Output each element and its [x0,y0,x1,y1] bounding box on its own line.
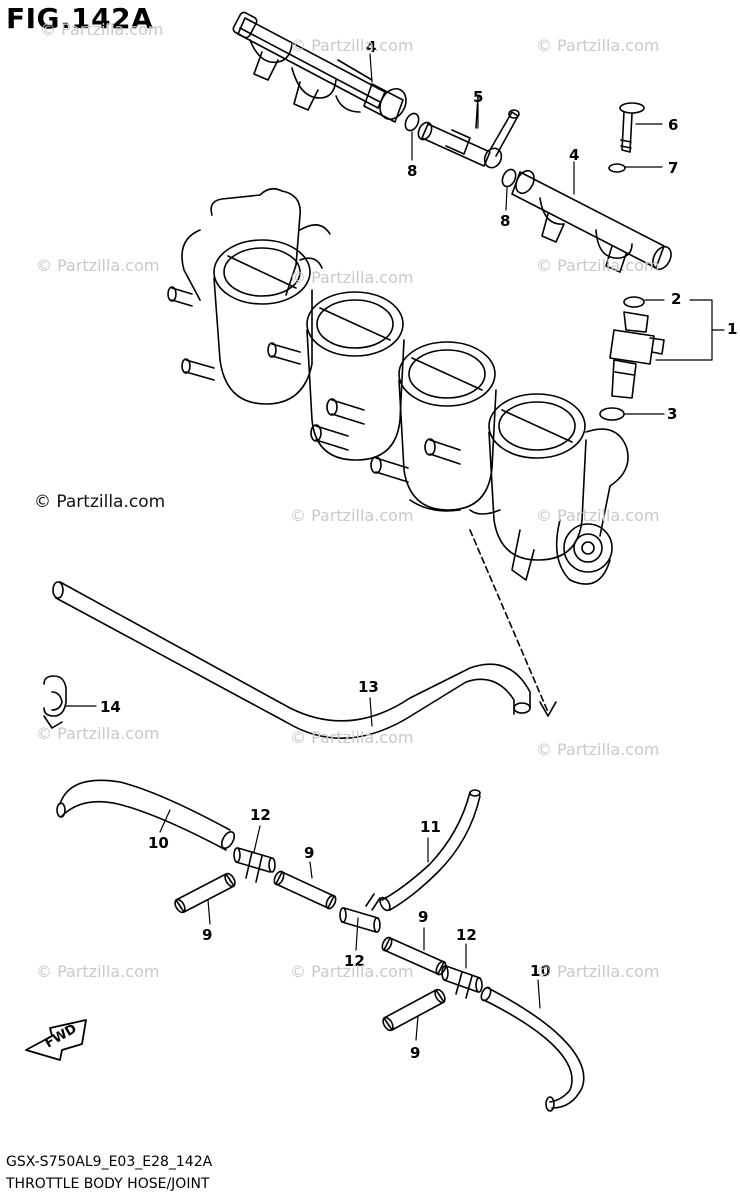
callout-14: 14 [100,698,121,716]
callout-9-left: 9 [202,926,213,944]
callout-4-upper: 4 [366,38,377,56]
callout-leaders [65,53,725,1041]
fuel-rail-lower [511,169,672,273]
bolt-6 [619,102,645,153]
callout-12-middle: 12 [344,952,365,970]
injector-joint [417,96,520,169]
watermark: © Partzilla.com [290,506,414,525]
callout-8-left: 8 [407,162,418,180]
joint-12-top [233,847,276,883]
watermark: © Partzilla.com [536,740,660,759]
watermark: © Partzilla.com [290,728,414,747]
callout-1: 1 [727,320,738,338]
o-ring-2 [623,296,645,308]
callout-11: 11 [420,818,441,836]
callout-10-left: 10 [148,834,169,852]
hose-11 [379,789,481,912]
watermark: © Partzilla.com [36,256,160,275]
callout-9-lower: 9 [410,1044,421,1062]
hose-9-d [382,988,446,1032]
o-ring-8-right [501,168,517,188]
callout-12-lower: 12 [456,926,477,944]
fuel-rail-upper [232,11,407,123]
watermark: © Partzilla.com [36,962,160,981]
callout-10-right: 10 [530,962,551,980]
hose-9-b [273,870,337,910]
callout-13: 13 [358,678,379,696]
callout-6: 6 [668,116,679,134]
clamp-14 [43,675,67,729]
callout-3: 3 [667,405,678,423]
callout-4-lower: 4 [569,146,580,164]
washer-7 [608,163,626,173]
watermark: © Partzilla.com [290,962,414,981]
hose-10-right [480,986,585,1112]
callout-12-top: 12 [250,806,271,824]
injector-1 [609,311,665,399]
callout-9-middle: 9 [304,844,315,862]
joint-12-lower [441,965,483,999]
footer-title: THROTTLE BODY HOSE/JOINT [6,1176,210,1192]
watermark: © Partzilla.com [536,36,660,55]
figure-title: FIG.142A [6,2,154,35]
callout-7: 7 [668,159,679,177]
watermark: © Partzilla.com [536,962,660,981]
fwd-arrow-icon: FWD [25,1019,87,1061]
watermark: © Partzilla.com [536,506,660,525]
hose-10-left [56,779,236,851]
callout-5: 5 [473,88,484,106]
watermark: © Partzilla.com [40,20,164,39]
watermark: © Partzilla.com [290,268,414,287]
leader-line [469,529,549,713]
callout-2: 2 [671,290,682,308]
watermark: © Partzilla.com [290,36,414,55]
o-ring-3 [599,407,625,421]
watermark-dark: © Partzilla.com [34,492,166,512]
leader-arrow [539,701,557,717]
watermark: © Partzilla.com [536,256,660,275]
o-ring-8-left [404,112,420,132]
callout-9-right: 9 [418,908,429,926]
footer-code: GSX-S750AL9_E03_E28_142A [6,1154,213,1170]
callout-8-right: 8 [500,212,511,230]
throttle-body [167,187,629,585]
joint-12-middle [339,893,381,933]
hose-9-c [381,936,447,976]
hose-9-a [174,872,236,914]
hose-13 [52,581,531,739]
watermark: © Partzilla.com [36,724,160,743]
